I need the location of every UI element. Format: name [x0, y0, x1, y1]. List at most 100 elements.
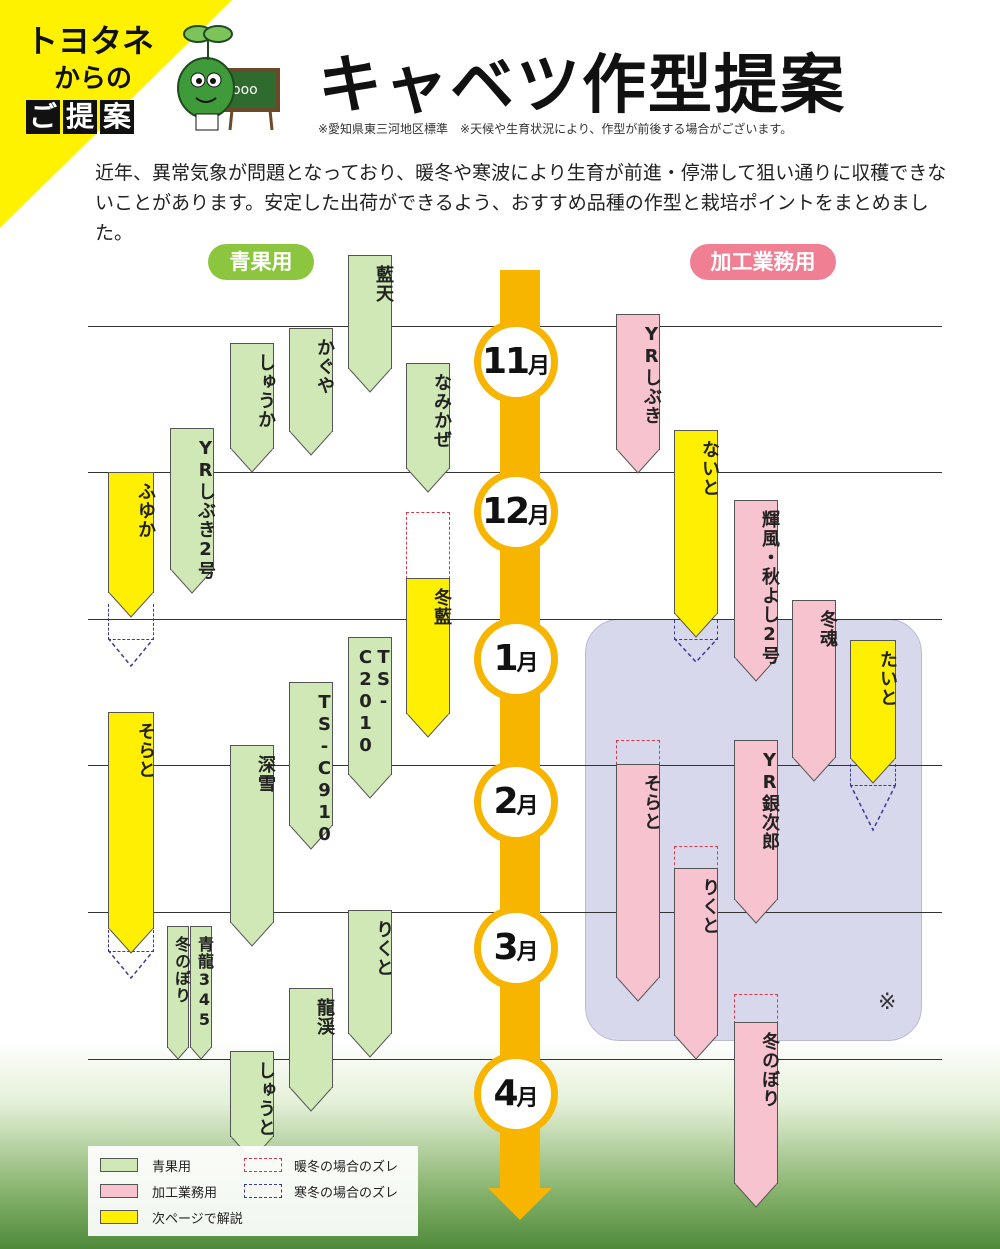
bar-rikuto-l: りくと [348, 910, 394, 1058]
variety-label-fuyuka: ふゆか [135, 482, 156, 539]
warm-shift-fuyunobori-r [734, 994, 778, 1024]
intro-text: 近年、異常気象が問題となっており、暖冬や寒波により生育が前進・停滞して狙い通りに… [95, 162, 947, 244]
bar-sorato-l: そらと [108, 712, 156, 954]
bar-body [674, 868, 718, 1036]
bar-tip [108, 928, 154, 954]
bar-body [289, 682, 333, 826]
cold-shift-naito [674, 620, 718, 640]
bar-tip [167, 1047, 189, 1060]
bar-tousou: 冬魂 [792, 600, 838, 782]
bar-tip [289, 825, 333, 850]
variety-label-yr-shibuki2: YRしぶき2号 [195, 438, 216, 580]
legend-swatch-pink [100, 1184, 138, 1198]
variety-label-kaguya: かぐや [314, 338, 335, 395]
cold-shift-taito-tip [850, 784, 896, 832]
mascot-illustration: ooo [177, 25, 280, 131]
bar-tip [674, 613, 718, 638]
variety-label-aiten: 藍天 [373, 265, 394, 303]
bar-aiten: 藍天 [348, 255, 394, 393]
bar-fuyunobori-l: 冬のぼり [167, 926, 191, 1060]
bar-tip [348, 774, 392, 799]
bar-tip [348, 1033, 392, 1058]
variety-label-fuyunobori-l: 冬のぼり [172, 936, 191, 1004]
bar-yr-ginjiro: YR銀次郎 [734, 740, 780, 924]
region-note: ※愛知県東三河地区標準 ※天候や生育状況により、作型が前後する場合がございます。 [318, 122, 793, 136]
variety-label-shinsetsu: 深雪 [255, 755, 276, 793]
shade-note: ※ [878, 990, 897, 1015]
bar-tip [850, 758, 896, 784]
bar-body [348, 910, 392, 1034]
bar-tip [289, 1087, 333, 1112]
month-circle-4: 4月 [474, 1052, 558, 1136]
legend-swatch-green [100, 1158, 138, 1172]
bar-body [850, 640, 896, 759]
bar-tip [616, 449, 660, 474]
bar-tsc910: TS-C910 [289, 682, 335, 850]
variety-label-tsc910: TS-C910 [314, 692, 335, 846]
bar-tip [792, 757, 836, 782]
bar-tip [230, 448, 274, 473]
bar-shuuto: しゅうと [230, 1051, 276, 1161]
legend-yellow-label: 次ページで解説 [152, 1212, 243, 1227]
bar-tip [230, 922, 274, 947]
bar-namikaze: なみかぜ [406, 363, 452, 493]
legend-swatch-yellow [100, 1210, 138, 1224]
bar-seiryu345: 青龍345 [190, 926, 214, 1060]
legend-green-label: 青果用 [152, 1160, 192, 1175]
month-circle-1: 1月 [474, 617, 558, 701]
badge-box-3: 案 [100, 100, 135, 134]
bar-tip [190, 1047, 212, 1060]
bar-naito: ないと [674, 430, 720, 638]
variety-label-rikuto-l: りくと [373, 920, 394, 977]
legend-red-dash-label: 暖冬の場合のズレ [294, 1160, 399, 1175]
month-circle-12: 12月 [474, 470, 558, 554]
bar-body [734, 500, 778, 658]
timeline-arrow [500, 270, 540, 1200]
bar-body [190, 926, 212, 1048]
variety-label-fuyuai: 冬藍 [431, 588, 452, 626]
bar-tip [406, 468, 450, 493]
month-circle-11: 11月 [474, 320, 558, 404]
variety-label-ryukei: 龍渓 [314, 998, 335, 1036]
warm-shift-sorato-r [616, 740, 660, 770]
month-circle-3: 3月 [474, 906, 558, 990]
month-circle-2: 2月 [474, 760, 558, 844]
cold-shift-taito [850, 764, 896, 786]
variety-label-naito: ないと [699, 440, 720, 497]
variety-label-seiryu345: 青龍345 [195, 936, 214, 1030]
badge-line-1: トヨタネ [26, 22, 155, 60]
bar-body [230, 1051, 274, 1137]
bar-body [170, 428, 214, 570]
variety-label-rikuto-r: りくと [699, 878, 720, 935]
bar-tip [170, 569, 214, 594]
bar-tip [734, 899, 778, 924]
bar-body [734, 1022, 778, 1184]
variety-label-kifu-akiyoshi2: 輝風・秋よし2号 [759, 510, 780, 665]
bar-tip [108, 592, 154, 618]
bar-body [734, 740, 778, 900]
timeline-arrowhead [488, 1188, 552, 1220]
bar-body [108, 712, 154, 929]
variety-label-yr-ginjiro: YR銀次郎 [759, 750, 780, 851]
badge-box-2: 提 [63, 100, 98, 134]
bar-tip [616, 977, 660, 1002]
bar-fuyunobori-r: 冬のぼり [734, 1022, 780, 1208]
legend-blue-dash-label: 寒冬の場合のズレ [294, 1186, 399, 1201]
bar-tip [734, 657, 778, 682]
badge-box-1: ご [26, 100, 61, 134]
mascot-board-text: ooo [232, 82, 258, 98]
bar-tip [289, 431, 333, 456]
badge-proposal: ご提案 [26, 96, 137, 134]
bar-body [616, 314, 660, 450]
bar-body [406, 363, 450, 469]
variety-label-namikaze: なみかぜ [431, 373, 452, 449]
bar-fuyuka: ふゆか [108, 472, 156, 618]
bar-sorato-r: そらと [616, 764, 662, 1002]
category-processing-label: 加工業務用 [690, 244, 836, 280]
legend-pink-label: 加工業務用 [152, 1186, 218, 1201]
bar-body [406, 578, 450, 714]
bar-body [289, 988, 333, 1088]
variety-label-sorato-l: そらと [135, 722, 156, 779]
bar-shinsetsu: 深雪 [230, 745, 276, 947]
bar-body [108, 472, 154, 593]
